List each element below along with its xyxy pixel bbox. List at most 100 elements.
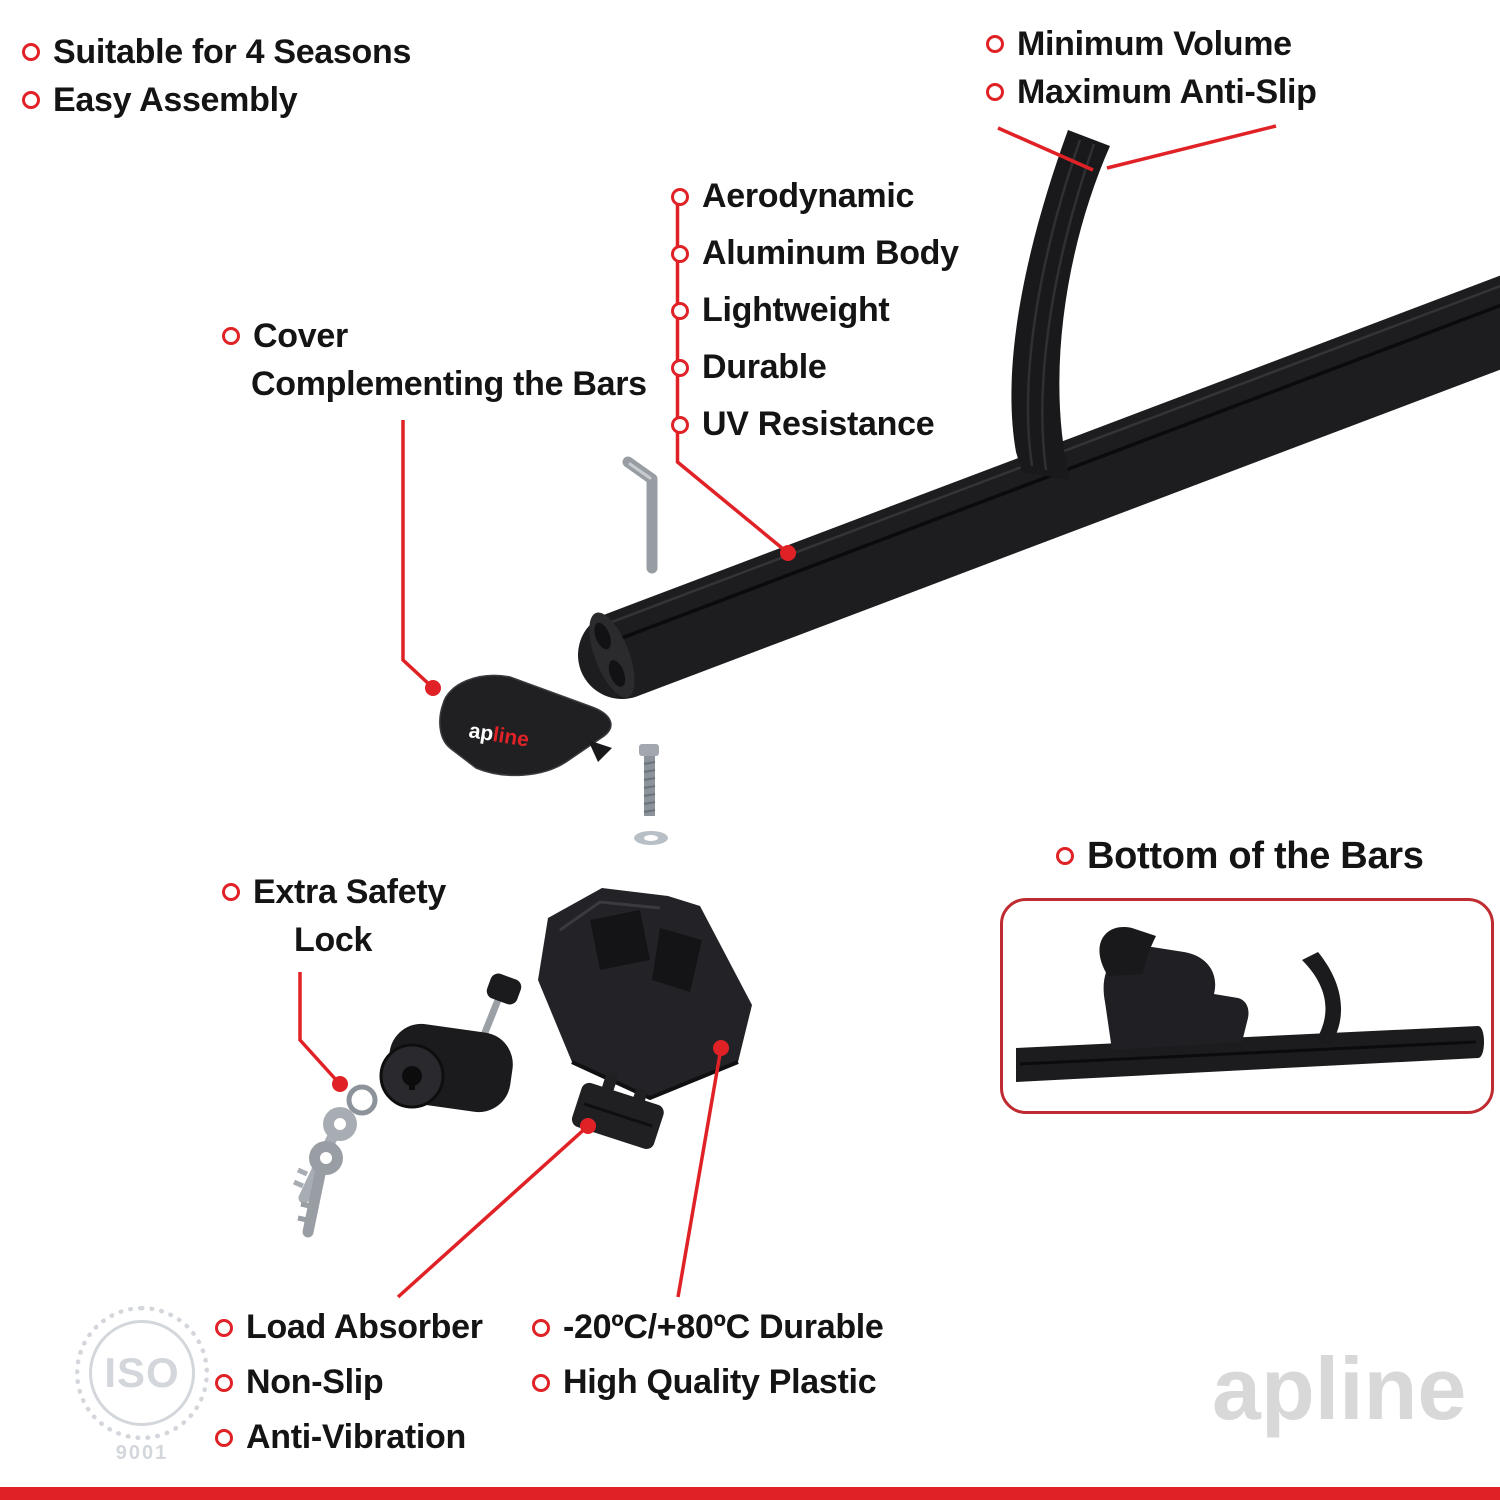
key-2-blade: [302, 1168, 326, 1238]
key-ring: [346, 1084, 378, 1116]
bullet-icon: [215, 1428, 233, 1447]
key-1-teeth: [292, 1167, 309, 1189]
dot-on-pad: [580, 1118, 596, 1134]
load-absorber-pad: [571, 1072, 664, 1150]
bolt-icon: [639, 744, 659, 816]
bullet-icon: [1056, 847, 1074, 865]
label-load-absorber: Load Absorber: [246, 1308, 483, 1346]
bullet-icon: [671, 358, 689, 377]
leader-durable: [676, 1047, 723, 1298]
label-row: Lightweight: [671, 282, 959, 339]
leader-features: [675, 196, 790, 555]
end-cap-slot-top: [594, 622, 611, 650]
dot-on-bar: [780, 545, 796, 561]
label-high-quality-plastic: High Quality Plastic: [563, 1363, 877, 1401]
mounting-foot: [538, 888, 752, 1101]
label-complementing-bars: Complementing the Bars: [251, 364, 647, 403]
label-row: Complementing the Bars: [222, 360, 647, 408]
label-aluminum-body: Aluminum Body: [702, 234, 959, 272]
label-lock: Lock: [294, 920, 373, 959]
rubber-strip-ridge-1: [1026, 139, 1082, 467]
label-row: Easy Assembly: [22, 76, 411, 124]
foot-slot-2: [652, 928, 702, 992]
label-row: Non-Slip: [215, 1355, 483, 1410]
crossbar: [578, 275, 1500, 699]
crossbar-groove: [605, 303, 1500, 646]
top-right-labels: Minimum Volume Maximum Anti-Slip: [986, 20, 1317, 116]
keys-icon: [292, 1084, 378, 1238]
bottom-clamp-hook: [1099, 927, 1156, 976]
cover-tab: [588, 740, 612, 762]
label-row: Aerodynamic: [671, 168, 959, 225]
label-extra-safety: Extra Safety: [253, 872, 446, 911]
rubber-strip-body: [1011, 130, 1110, 480]
hex-key-icon: [622, 456, 658, 574]
label-row: Maximum Anti-Slip: [986, 68, 1317, 116]
rubber-strip-ridge-2: [1041, 143, 1096, 471]
lock-label: Extra Safety Lock: [222, 868, 446, 964]
leader-anti-slip: [1106, 124, 1277, 170]
cover-logo-ap: ap: [467, 719, 495, 746]
label-temperature-durable: -20ºC/+80ºC Durable: [563, 1308, 884, 1346]
label-aerodynamic: Aerodynamic: [702, 177, 915, 215]
hex-key-highlight: [628, 462, 652, 480]
label-row: Load Absorber: [215, 1300, 483, 1355]
iso-logo-text: ISO: [89, 1320, 195, 1426]
leader-dots: [332, 545, 796, 1134]
bullet-icon: [222, 327, 240, 345]
end-cap-slot-bottom: [608, 660, 626, 687]
bullet-icon: [532, 1318, 550, 1337]
bullet-icon: [671, 244, 689, 263]
bullet-icon: [671, 187, 689, 206]
leader-lock: [298, 972, 340, 1084]
bullet-icon: [671, 415, 689, 434]
bottom-left-labels: Load Absorber Non-Slip Anti-Vibration: [215, 1300, 483, 1465]
label-bottom-of-bars: Bottom of the Bars: [1087, 834, 1424, 877]
label-easy-assembly: Easy Assembly: [53, 80, 298, 119]
foot-slot-1: [590, 910, 650, 970]
bullet-icon: [532, 1373, 550, 1392]
bullet-icon: [22, 91, 40, 109]
label-row: Cover: [222, 312, 647, 360]
bottom-bar-channel: [1019, 1040, 1477, 1066]
iso-seal: ISO 9001: [72, 1306, 212, 1465]
washer-icon: [634, 831, 668, 845]
label-maximum-anti-slip: Maximum Anti-Slip: [1017, 72, 1317, 111]
label-row: Lock: [222, 916, 446, 964]
cover-piece: ap line: [439, 674, 612, 777]
cover-logo-line: line: [491, 723, 530, 751]
label-lightweight: Lightweight: [702, 291, 890, 329]
bolt-head: [639, 744, 659, 756]
bottom-strip-curve: [1302, 952, 1342, 1046]
label-row: Bottom of the Bars: [1056, 832, 1424, 880]
label-row: -20ºC/+80ºC Durable: [532, 1300, 884, 1355]
label-durable: Durable: [702, 348, 827, 386]
bar-feature-labels: Aerodynamic Aluminum Body Lightweight Du…: [671, 168, 959, 453]
rubber-strip: [1011, 130, 1110, 480]
inserted-key-head: [486, 973, 522, 1005]
dot-on-foot: [713, 1040, 729, 1056]
label-anti-vibration: Anti-Vibration: [246, 1418, 466, 1456]
dot-on-cover: [425, 680, 441, 696]
label-row: Aluminum Body: [671, 225, 959, 282]
foot-ridge: [559, 900, 661, 932]
bullet-icon: [671, 301, 689, 320]
key-2-hole: [320, 1152, 332, 1164]
bottom-accent-bar: [0, 1487, 1500, 1500]
leader-cover: [401, 420, 433, 688]
bottom-bars-heading: Bottom of the Bars: [1056, 832, 1424, 880]
bullet-icon: [986, 83, 1004, 101]
key-1-hole: [334, 1118, 346, 1130]
washer-hole: [644, 835, 658, 841]
key-2: [297, 1141, 343, 1238]
lock-keyhole-slot: [409, 1076, 415, 1090]
iso-seal-border: ISO: [75, 1306, 209, 1440]
bottom-view-panel: [1000, 898, 1494, 1114]
label-row: Suitable for 4 Seasons: [22, 28, 411, 76]
safety-lock: [379, 973, 522, 1113]
label-row: Minimum Volume: [986, 20, 1317, 68]
crossbar-body: [578, 275, 1500, 699]
label-row: Anti-Vibration: [215, 1410, 483, 1465]
key-2-teeth: [297, 1201, 311, 1223]
